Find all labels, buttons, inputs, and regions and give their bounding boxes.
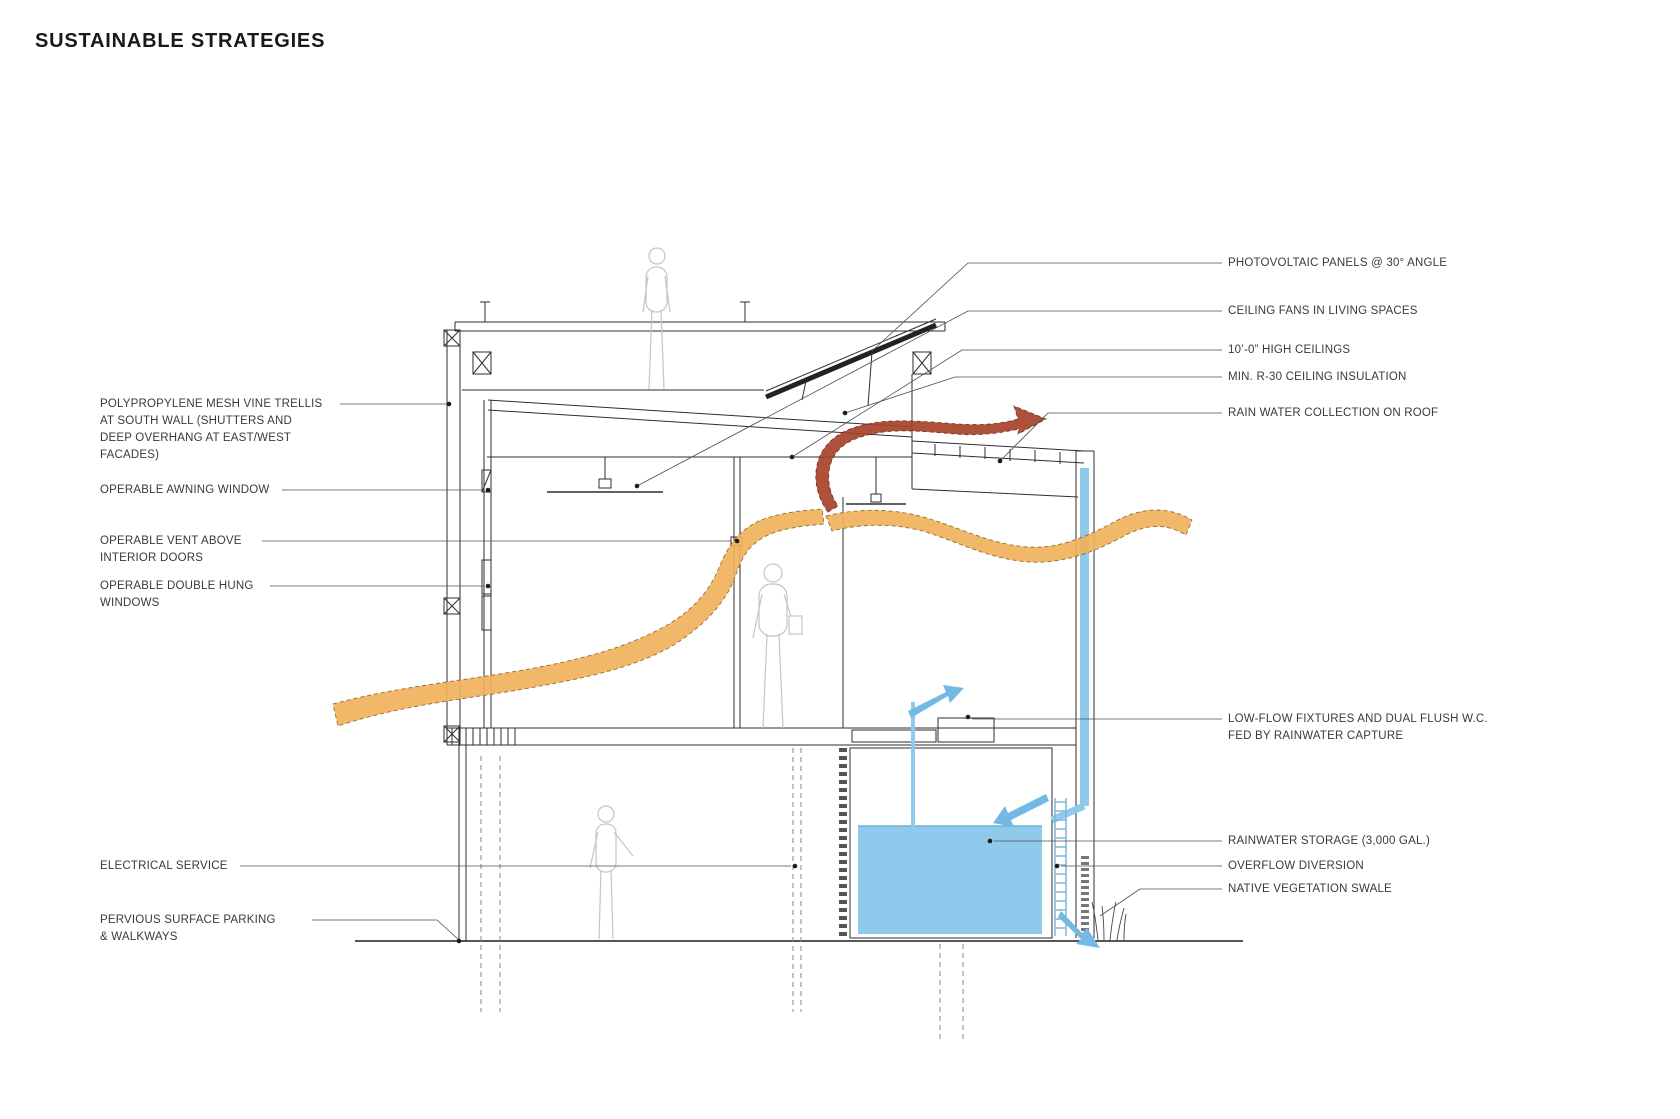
leader-pervious <box>312 919 460 941</box>
water-arrow-into-tank <box>993 794 1049 827</box>
leader-rainwater-roof <box>999 412 1222 462</box>
label-r30-insulation: MIN. R-30 CEILING INSULATION <box>1228 371 1407 383</box>
ceiling-fan-right <box>846 457 906 505</box>
label-rainwater-storage: RAINWATER STORAGE (3,000 GAL.) <box>1228 835 1430 847</box>
label-electrical-service: ELECTRICAL SERVICE <box>100 860 228 872</box>
label-awning-window: OPERABLE AWNING WINDOW <box>100 484 270 496</box>
underground-dashed-lines <box>480 748 964 1040</box>
low-flow-fixture <box>937 717 995 743</box>
x-braced-columns <box>472 351 932 375</box>
label-low-flow-fixtures: LOW-FLOW FIXTURES AND DUAL FLUSH W.C. FE… <box>1228 713 1488 742</box>
rain-downpipe <box>1080 468 1089 806</box>
downpipe-bend <box>1050 802 1086 824</box>
main-floor <box>447 717 1076 941</box>
label-operable-vent: OPERABLE VENT ABOVE INTERIOR DOORS <box>100 535 242 564</box>
label-vegetation-swale: NATIVE VEGETATION SWALE <box>1228 883 1392 895</box>
figure-exterior <box>589 805 634 940</box>
double-hung-window-upper <box>481 559 492 595</box>
water-arrow-overflow <box>1058 911 1100 948</box>
water-arrow-up <box>908 685 964 718</box>
leader-swale <box>1099 888 1222 917</box>
label-high-ceilings: 10’-0” HIGH CEILINGS <box>1228 344 1351 356</box>
page-title: SUSTAINABLE STRATEGIES <box>35 30 326 52</box>
building-section <box>355 301 1243 1040</box>
label-pervious-parking: PERVIOUS SURFACE PARKING & WALKWAYS <box>100 914 276 943</box>
leader-photovoltaic <box>871 262 1222 352</box>
pv-panel <box>765 318 937 407</box>
south-wall-windows <box>481 400 492 728</box>
roof-deck <box>454 301 946 391</box>
figure-roof-deck <box>642 247 671 390</box>
cistern-room <box>839 747 1053 939</box>
airflow-ribbons <box>332 405 1193 727</box>
double-hung-window-lower <box>481 595 492 631</box>
label-photovoltaic-panels: PHOTOVOLTAIC PANELS @ 30° ANGLE <box>1228 257 1448 269</box>
label-vine-trellis: POLYPROPYLENE MESH VINE TRELLIS AT SOUTH… <box>100 398 323 461</box>
rainwater-system <box>858 468 1100 948</box>
leader-lines <box>240 262 1222 941</box>
airflow-ribbon-warm-left <box>332 508 825 727</box>
label-overflow-diversion: OVERFLOW DIVERSION <box>1228 860 1364 872</box>
leader-high-ceilings <box>791 349 1222 458</box>
label-ceiling-fans: CEILING FANS IN LIVING SPACES <box>1228 305 1418 317</box>
airflow-ribbon-warm-right <box>825 509 1193 563</box>
human-figures <box>589 247 803 940</box>
awning-window <box>481 469 492 493</box>
label-double-hung-windows: OPERABLE DOUBLE HUNG WINDOWS <box>100 580 254 609</box>
upper-ceiling-band <box>487 374 913 489</box>
figure-interior <box>752 563 803 729</box>
airflow-ribbon-hot <box>815 405 1048 513</box>
swale-grass <box>1091 901 1127 941</box>
ceiling-fan-left <box>547 457 663 493</box>
leader-ceiling-fans <box>636 310 1222 487</box>
right-roof <box>911 440 1085 498</box>
label-rainwater-collection: RAIN WATER COLLECTION ON ROOF <box>1228 407 1439 419</box>
leader-dots <box>446 401 1060 944</box>
leader-r30-insulation <box>844 376 1222 414</box>
rainwater-tank <box>858 826 1042 934</box>
cabinet <box>851 729 937 743</box>
